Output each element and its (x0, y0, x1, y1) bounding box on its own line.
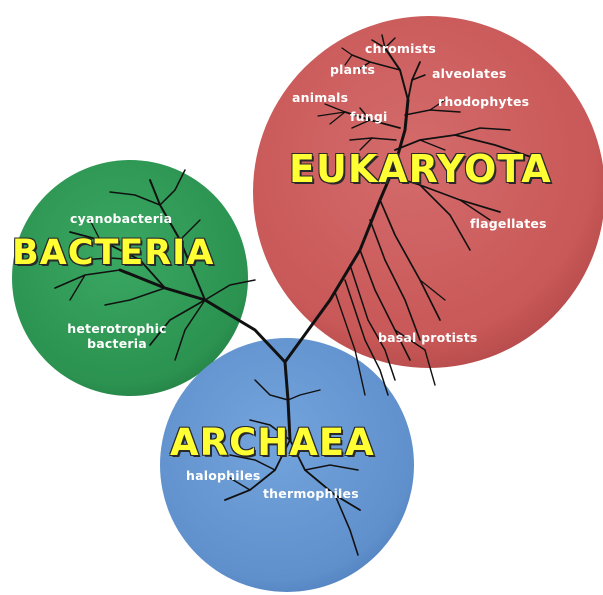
label-alveolates: alveolates (432, 66, 507, 81)
label-heterotrophic-bacteria: heterotrophic bacteria (65, 321, 169, 351)
label-rhodophytes: rhodophytes (438, 94, 530, 109)
label-cyanobacteria: cyanobacteria (70, 211, 173, 226)
bacteria-circle (12, 160, 248, 396)
domain-label-archaea: ARCHAEA (170, 421, 375, 464)
domain-label-bacteria: BACTERIA (12, 233, 215, 273)
label-fungi: fungi (350, 109, 388, 124)
label-plants: plants (330, 62, 376, 77)
label-flagellates: flagellates (470, 216, 547, 231)
label-halophiles: halophiles (186, 468, 261, 483)
archaea-circle (160, 338, 414, 592)
domain-label-eukaryota: EUKARYOTA (289, 147, 552, 191)
label-heterotrophic-line1: heterotrophic (67, 321, 167, 336)
tree-branches (54, 34, 541, 556)
label-animals: animals (292, 90, 349, 105)
label-thermophiles: thermophiles (263, 486, 359, 501)
label-heterotrophic-line2: bacteria (87, 336, 147, 351)
label-chromists: chromists (365, 41, 437, 56)
label-basal-protists: basal protists (378, 330, 478, 345)
